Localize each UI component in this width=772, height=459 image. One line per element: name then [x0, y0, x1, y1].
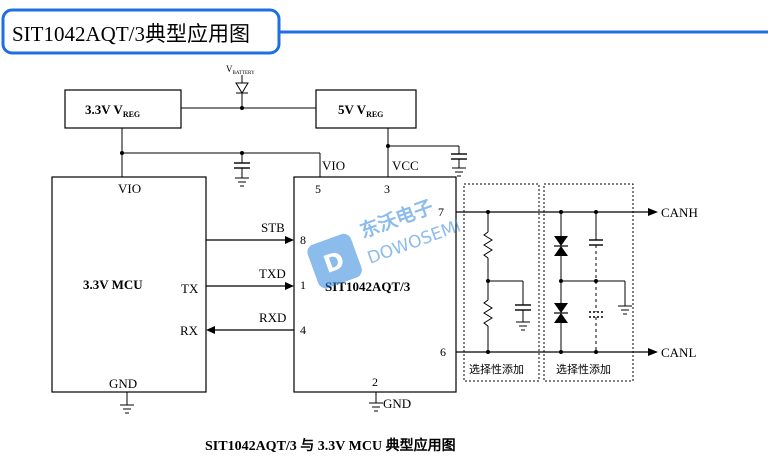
resistor-bottom-icon: [483, 299, 493, 327]
canh-label: CANH: [661, 205, 698, 220]
mcu-gnd-label: GND: [109, 376, 137, 391]
pin-7: 7: [438, 205, 444, 219]
mcu-rx-label: RX: [180, 323, 199, 338]
tvs-diode-top-icon: [554, 236, 568, 256]
watermark-logo-icon: D: [307, 233, 362, 289]
transceiver-gnd-label: GND: [383, 396, 411, 411]
mcu-tx-label: TX: [181, 281, 199, 296]
protection-ground-icon: [618, 281, 632, 315]
regulator-3v3-label: 3.3V VREG: [85, 102, 140, 119]
regulator-5v-label: 5V VREG: [338, 102, 383, 119]
pin-6: 6: [440, 345, 446, 359]
optional-block-termination: [463, 183, 540, 382]
figure-caption: SIT1042AQT/3 与 3.3V MCU 典型应用图: [205, 437, 456, 454]
cap-3v3-decoupling: [234, 153, 250, 187]
optional-label-right: 选择性添加: [556, 362, 611, 376]
pin-5: 5: [315, 182, 321, 196]
tvs-diode-bottom-icon: [554, 303, 568, 323]
transceiver-ground-icon: [369, 392, 383, 412]
regulator-5v: [315, 89, 417, 129]
mcu-vio-label: VIO: [118, 181, 141, 196]
stb-arrow-icon: [285, 236, 294, 244]
mcu-box: [51, 176, 207, 393]
resistor-top-icon: [483, 231, 493, 259]
pin-8: 8: [300, 233, 306, 247]
rxd-arrow-icon: [206, 326, 215, 334]
canl-label: CANL: [661, 345, 696, 360]
cap-5v-decoupling: [451, 146, 467, 177]
pin-3: 3: [384, 182, 390, 196]
regulator-3v3: [64, 89, 182, 129]
optional-block-protection: [543, 183, 634, 382]
split-capacitor-icon: [515, 281, 531, 331]
battery-diode-icon: [235, 82, 249, 94]
pin-4: 4: [300, 323, 306, 337]
canl-arrow-icon: [648, 348, 658, 356]
transceiver-vio-label: VIO: [322, 158, 345, 173]
pin-2: 2: [372, 375, 378, 389]
optional-label-left: 选择性添加: [469, 362, 524, 376]
rxd-label: RXD: [259, 310, 286, 325]
page-title: SIT1042AQT/3典型应用图: [12, 22, 250, 46]
txd-label: TXD: [259, 266, 286, 281]
transceiver-name: SIT1042AQT/3: [325, 279, 411, 294]
canh-arrow-icon: [648, 208, 658, 216]
battery-label: VBATTERY: [226, 64, 255, 76]
transceiver-vcc-label: VCC: [392, 158, 419, 173]
mcu-ground-icon: [120, 392, 134, 414]
stb-label: STB: [261, 220, 285, 235]
txd-arrow-icon: [285, 282, 294, 290]
pin-1: 1: [300, 278, 306, 292]
mcu-name: 3.3V MCU: [83, 277, 143, 292]
